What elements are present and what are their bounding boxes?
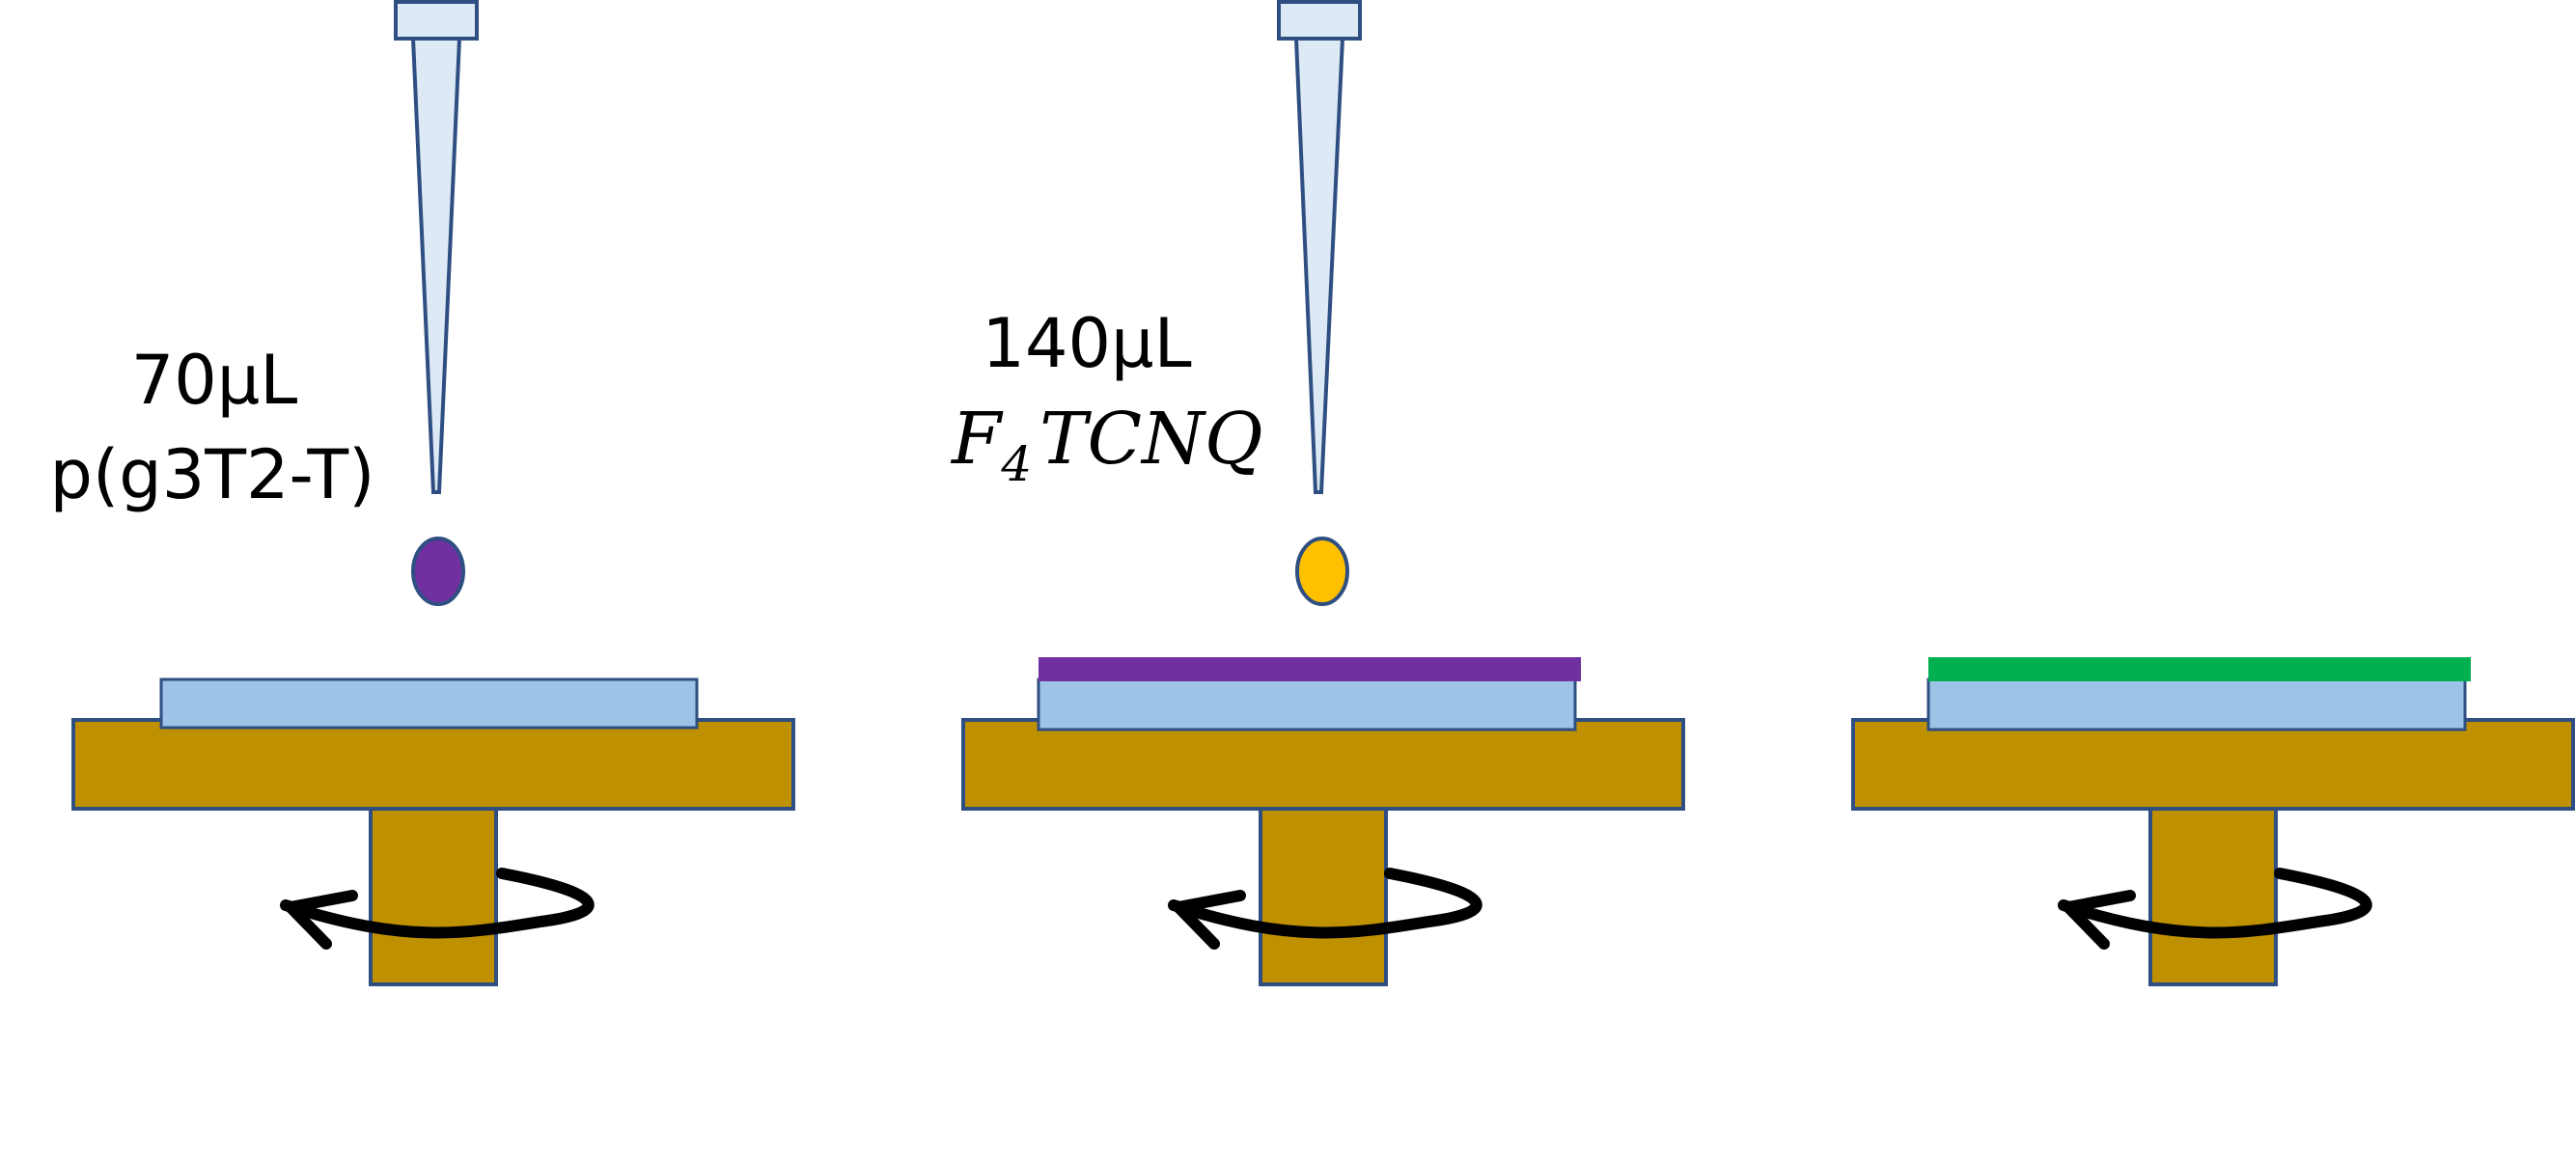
pipette-tip-icon	[394, 0, 479, 494]
pipette-tip-icon	[1277, 0, 1362, 494]
material-main: F	[950, 398, 1004, 481]
material-rest: TCNQ	[1039, 398, 1262, 481]
doped-film	[1928, 657, 2471, 681]
dopant-droplet	[1295, 537, 1349, 606]
volume-label-step-1: 70μL	[131, 341, 298, 420]
substrate	[159, 677, 699, 730]
polymer-film	[1039, 657, 1581, 681]
material-subscript: 4	[1000, 436, 1032, 492]
spin-coater-chuck-icon	[71, 718, 795, 986]
substrate	[1926, 677, 2467, 732]
polymer-droplet	[411, 537, 465, 606]
rotation-arrow-icon	[280, 868, 595, 950]
material-label-step-1: p(g3T2-T)	[50, 435, 375, 514]
spin-coater-chuck-icon	[961, 718, 1685, 986]
rotation-arrow-icon	[2058, 868, 2372, 950]
rotation-arrow-icon	[1168, 868, 1482, 950]
volume-label-step-2: 140μL	[982, 304, 1191, 383]
substrate	[1037, 677, 1577, 732]
step-1-polymer-deposition: 70μL p(g3T2-T)	[50, 0, 795, 986]
spin-coater-chuck-icon	[1851, 718, 2575, 986]
step-3-doped-film	[1851, 657, 2575, 986]
